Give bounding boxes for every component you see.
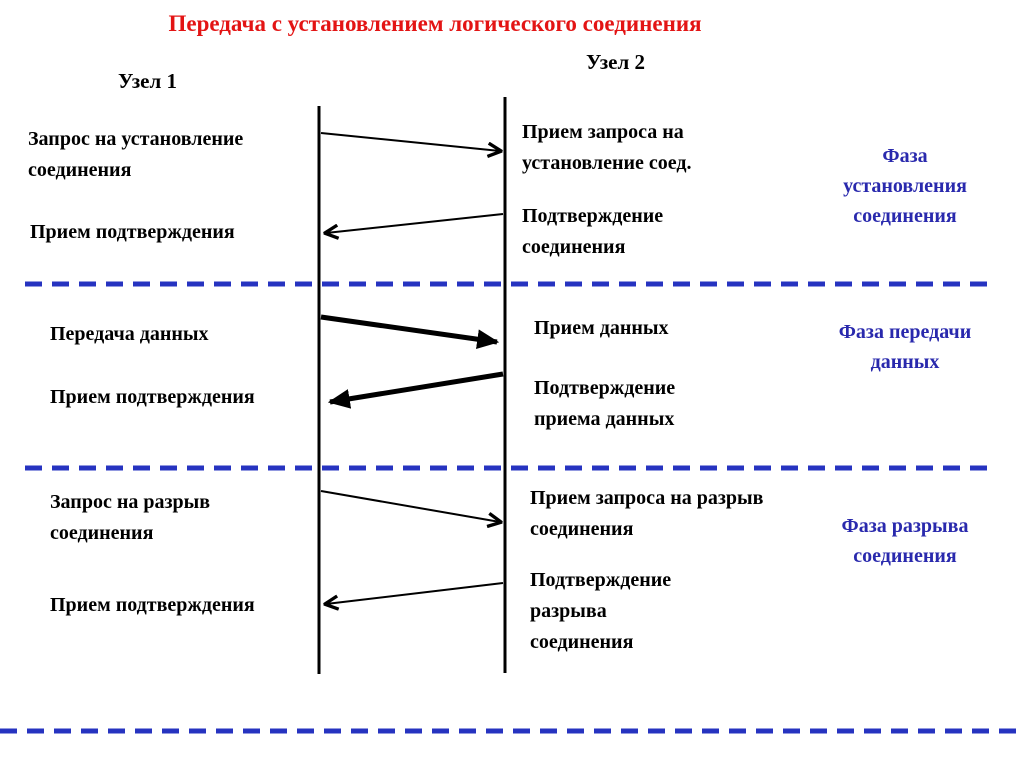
label-data-ack: Подтверждение приема данных <box>534 377 676 430</box>
label-ack-receive-2: Прием подтверждения <box>50 386 255 408</box>
label-connection-confirm: Подтверждение соединения <box>522 205 664 258</box>
label-disconnect-request: Запрос на разрыв соединения <box>50 491 211 544</box>
node1-title: Узел 1 <box>118 69 177 93</box>
arrow-connection-confirm <box>326 213 504 233</box>
arrow-data-ack <box>327 371 504 409</box>
label-connection-request: Запрос на установление соединения <box>28 128 244 181</box>
label-ack-receive-3: Прием подтверждения <box>50 594 255 616</box>
label-data-transfer: Передача данных <box>50 323 209 345</box>
phase-label-connection-setup: Фаза установления соединения <box>843 145 967 227</box>
arrow-connection-request <box>320 132 500 151</box>
slide-title: Передача с установлением логического сое… <box>168 11 702 36</box>
arrow-disconnect-request <box>320 490 500 522</box>
node2-title: Узел 2 <box>586 50 645 74</box>
label-ack-receive-1: Прием подтверждения <box>30 221 235 243</box>
arrow-data <box>320 314 500 350</box>
label-connection-request-receive: Прием запроса на установление соед. <box>522 121 692 174</box>
arrow-disconnect-confirm <box>326 582 504 604</box>
label-data-receive: Прием данных <box>534 317 669 339</box>
phase-label-connection-teardown: Фаза разрыва соединения <box>841 515 969 567</box>
label-disconnect-confirm: Подтверждение разрыва соединения <box>530 569 672 653</box>
label-disconnect-request-receive: Прием запроса на разрыв соединения <box>530 487 764 540</box>
phase-label-data-transfer: Фаза передачи данных <box>838 321 972 373</box>
